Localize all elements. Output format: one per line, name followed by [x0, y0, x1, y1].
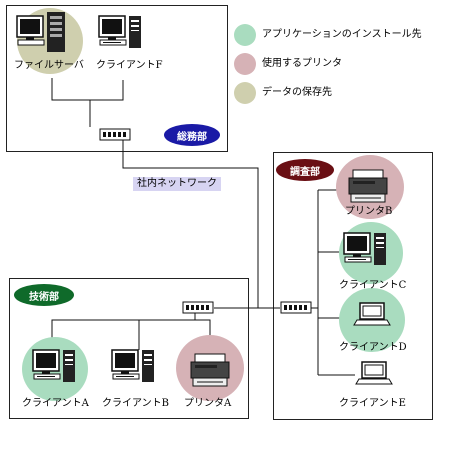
client-e-icon — [355, 361, 393, 385]
client-c-icon — [343, 232, 387, 266]
soumu-badge: 総務部 — [164, 124, 220, 146]
client-f-label: クライアントF — [96, 60, 163, 71]
legend-label-install: アプリケーションのインストール先 — [262, 29, 422, 40]
file-server-icon — [16, 12, 65, 52]
legend-dot-storage — [234, 82, 256, 104]
hub-chousa — [280, 301, 312, 314]
chousa-badge: 調査部 — [276, 159, 334, 181]
legend-dot-install — [234, 24, 256, 46]
printer-b-label: プリンタB — [345, 206, 393, 217]
client-a-label: クライアントA — [22, 398, 89, 409]
printer-a-label: プリンタA — [184, 398, 232, 409]
client-b-label: クライアントB — [102, 398, 169, 409]
legend-dot-printer — [234, 53, 256, 75]
client-b-icon — [111, 349, 155, 383]
hub-gijutsu — [182, 301, 214, 314]
gijutsu-badge: 技術部 — [14, 284, 74, 306]
network-label: 社内ネットワーク — [133, 177, 221, 191]
printer-b-icon — [348, 169, 388, 203]
client-c-label: クライアントC — [339, 280, 407, 291]
hub-soumu — [99, 128, 131, 141]
client-d-label: クライアントD — [339, 342, 407, 353]
legend-label-printer: 使用するプリンタ — [262, 58, 342, 69]
printer-a-icon — [190, 353, 230, 387]
client-f-icon — [98, 15, 142, 49]
file-server-label: ファイルサーバ — [14, 60, 84, 71]
client-a-icon — [32, 349, 76, 383]
client-d-icon — [353, 302, 391, 326]
client-e-label: クライアントE — [339, 398, 406, 409]
legend-label-storage: データの保存先 — [262, 87, 332, 98]
